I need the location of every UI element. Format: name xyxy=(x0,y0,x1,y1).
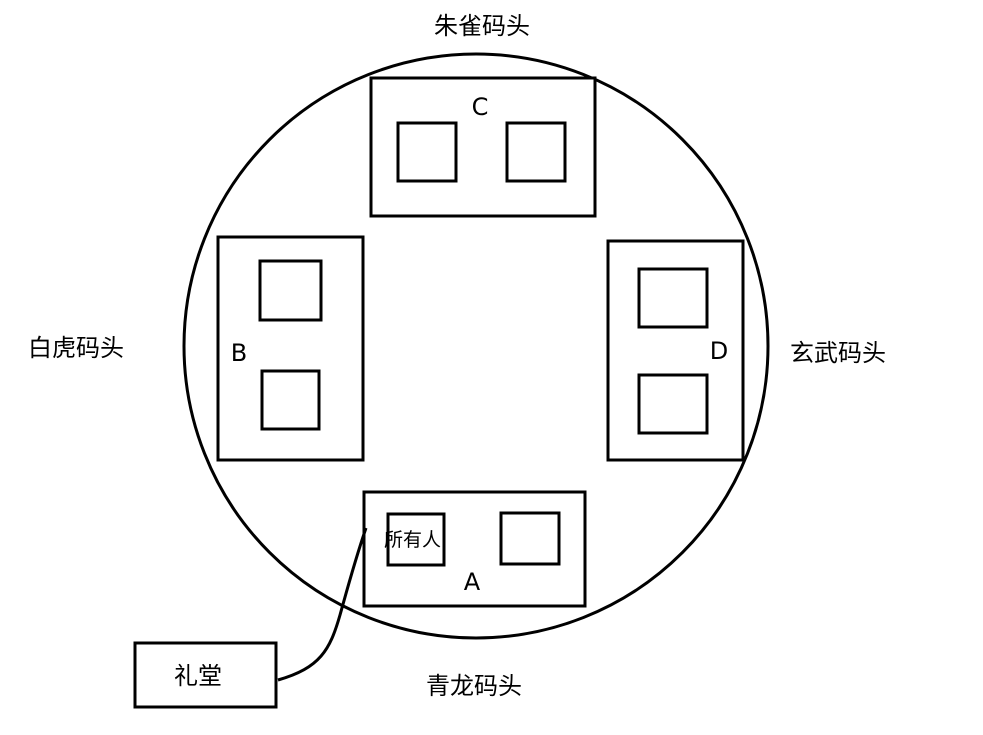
south-dock-label: 青龙码头 xyxy=(426,672,522,700)
island-circle xyxy=(182,52,770,640)
everyone-label: 所有人 xyxy=(384,529,441,551)
block-a-room-right xyxy=(499,511,561,566)
west-dock-label: 白虎码头 xyxy=(28,334,124,362)
block-b-room-bottom xyxy=(260,369,321,431)
block-d-room-bottom xyxy=(637,373,709,435)
block-a-label: A xyxy=(464,568,481,596)
block-b-label: B xyxy=(231,339,247,367)
block-b-room-top xyxy=(258,259,323,322)
block-a xyxy=(362,490,587,608)
block-c-label: C xyxy=(472,93,489,121)
auditorium-box xyxy=(133,641,278,709)
auditorium-label: 礼堂 xyxy=(174,662,222,690)
block-a-room-left xyxy=(386,512,446,567)
block-d-room-top xyxy=(637,267,709,329)
block-c-room-right xyxy=(505,121,567,183)
block-d-label: D xyxy=(710,337,728,365)
east-dock-label: 玄武码头 xyxy=(790,339,886,367)
connector-line xyxy=(277,527,368,682)
block-c-room-left xyxy=(396,121,458,183)
north-dock-label: 朱雀码头 xyxy=(434,12,530,40)
block-d xyxy=(606,239,745,462)
block-c xyxy=(369,76,597,218)
block-b xyxy=(216,235,365,462)
